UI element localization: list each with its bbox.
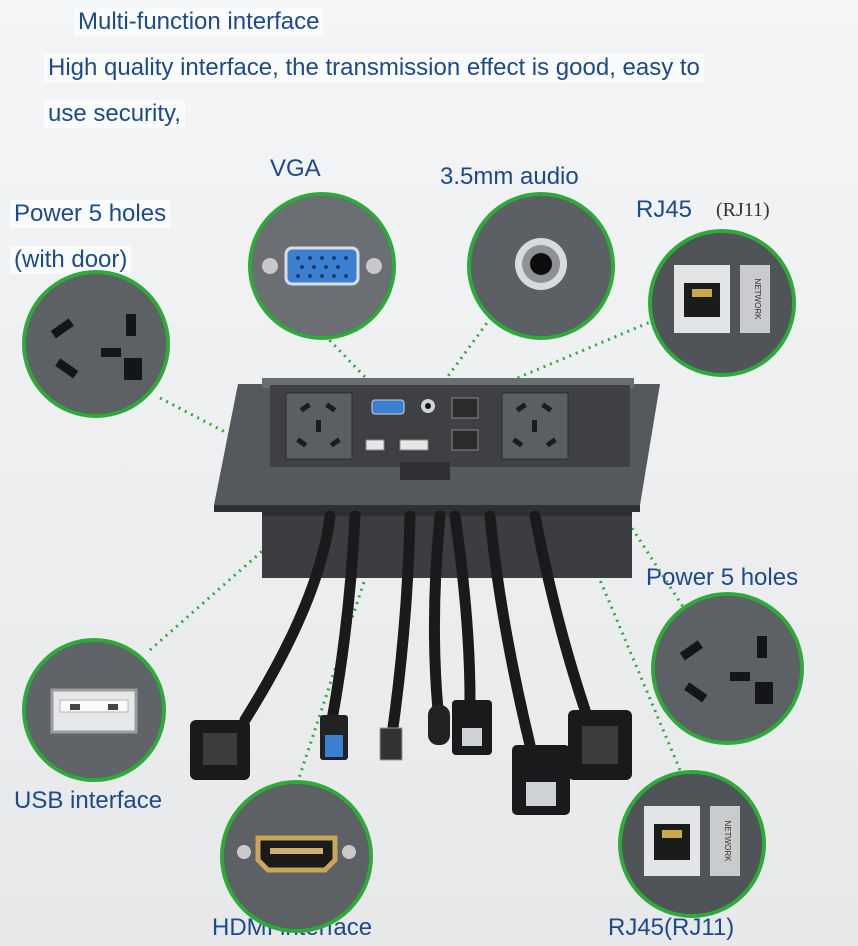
usb-label: USB interface <box>14 787 163 814</box>
network-text: NETWORK <box>753 279 762 321</box>
vga-label: VGA <box>270 155 321 182</box>
header-description-line2: use security, <box>44 100 185 128</box>
power-door-label-line2: (with door) <box>10 246 132 274</box>
rj45-rj11-label: RJ45(RJ11) <box>608 914 735 941</box>
rj45-port-icon: NETWORK <box>652 233 792 373</box>
rj11-label: (RJ11) <box>716 199 770 221</box>
audio-label: 3.5mm audio <box>440 163 579 190</box>
hdmi-detail <box>220 780 373 933</box>
cable-connectors <box>190 700 632 815</box>
rj45-port-icon: NETWORK <box>622 774 762 914</box>
power-door-label-line1: Power 5 holes <box>10 200 171 228</box>
vga-detail <box>248 192 396 340</box>
power-outlet-right-detail <box>651 592 804 745</box>
usb-port-icon <box>26 642 162 778</box>
socket-box <box>214 378 660 578</box>
header-title: Multi-function interface <box>74 8 324 36</box>
power-outlet-door-detail <box>22 270 170 418</box>
audio-jack-icon <box>471 196 611 336</box>
header-description-line1: High quality interface, the transmission… <box>44 54 704 82</box>
audio-detail <box>467 192 615 340</box>
power-outlet-icon <box>655 596 800 741</box>
usb-detail <box>22 638 166 782</box>
rj45-top-detail: NETWORK <box>648 229 796 377</box>
rj45-bottom-detail: NETWORK <box>618 770 766 918</box>
rj45-label: RJ45 <box>636 196 693 223</box>
hdmi-port-icon <box>224 784 369 929</box>
power-outlet-icon <box>26 274 166 414</box>
network-text: NETWORK <box>723 821 732 863</box>
vga-port-icon <box>252 196 392 336</box>
